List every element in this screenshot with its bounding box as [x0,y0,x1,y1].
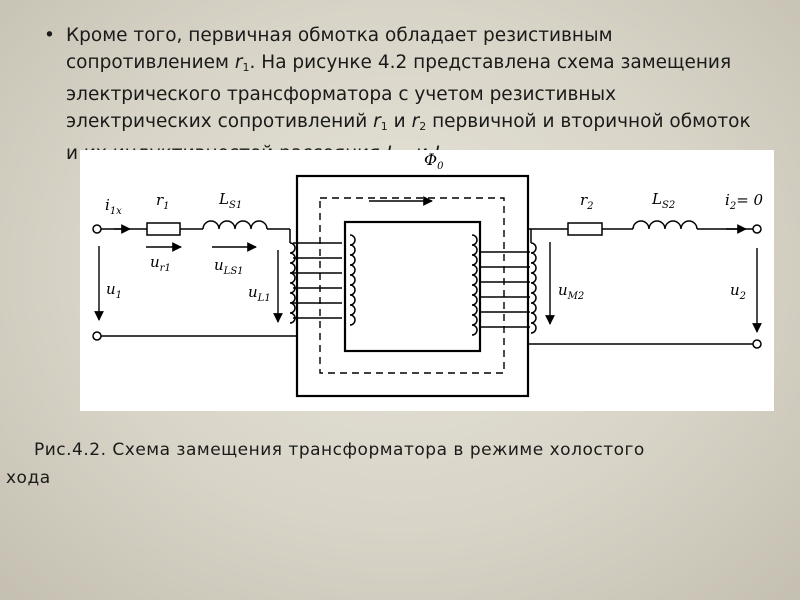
label-ul1: uL1 [248,283,271,304]
label-i2: i2= 0 [725,191,764,212]
terminal-2-top [752,224,762,234]
text-part: . На рисунке 4.2 представлена схема заме… [66,52,732,132]
resistor-r1 [146,222,181,236]
bullet-paragraph: • Кроме того, первичная обмотка обладает… [44,22,764,172]
text-part: и [387,111,412,132]
terminal-1-bottom [92,331,102,341]
caption-line-2: хода [6,468,51,488]
label-ur1: ur1 [150,253,171,274]
label-u1: u1 [106,280,122,301]
label-ls1: LS1 [218,190,242,211]
terminal-1-top [92,224,102,234]
core-window [343,220,482,353]
primary-winding [289,234,356,326]
label-ls2: LS2 [651,190,675,211]
secondary-circuit [528,220,762,349]
winding-front [289,242,296,324]
primary-circuit [92,220,297,341]
core-outer [295,174,530,398]
symbol-r2: r [411,111,420,132]
symbol-r1-sub: 1 [242,61,250,74]
label-uls1: uLS1 [214,256,244,277]
caption-line-1: Рис.4.2. Схема замещения трансформатора … [34,440,645,460]
secondary-winding [471,234,537,336]
bullet-body: Кроме того, первичная обмотка обладает р… [66,22,764,172]
text-part: Кроме того, первичная обмотка обладает р… [66,25,613,73]
label-i1x: i1x [105,196,122,217]
terminal-2-bottom [752,339,762,349]
winding-back [349,234,356,326]
resistor-r2 [567,222,603,236]
winding-front [530,242,537,334]
inductor-ls1 [202,220,268,230]
inductor-ls2 [632,220,698,230]
label-r2: r2 [580,191,594,212]
arrows [94,196,762,333]
label-um2: uM2 [558,281,584,302]
symbol-r1-sub: 1 [380,120,388,133]
flux-path [319,197,505,374]
circuit-diagram: i1x r1 LS1 ur1 uLS1 u1 uL1 Φ0 r2 LS2 i2=… [92,150,764,398]
label-u2: u2 [730,281,746,302]
transformer-core [295,174,530,398]
bullet-dot: • [44,25,55,46]
symbol-r2-sub: 2 [419,120,427,133]
transformer-circuit-figure: i1x r1 LS1 ur1 uLS1 u1 uL1 Φ0 r2 LS2 i2=… [80,150,774,411]
symbol-r1: r [234,52,243,73]
label-r1: r1 [156,191,170,212]
label-phi0: Φ0 [424,150,444,172]
symbol-r1: r [373,111,381,132]
winding-back [471,234,478,336]
